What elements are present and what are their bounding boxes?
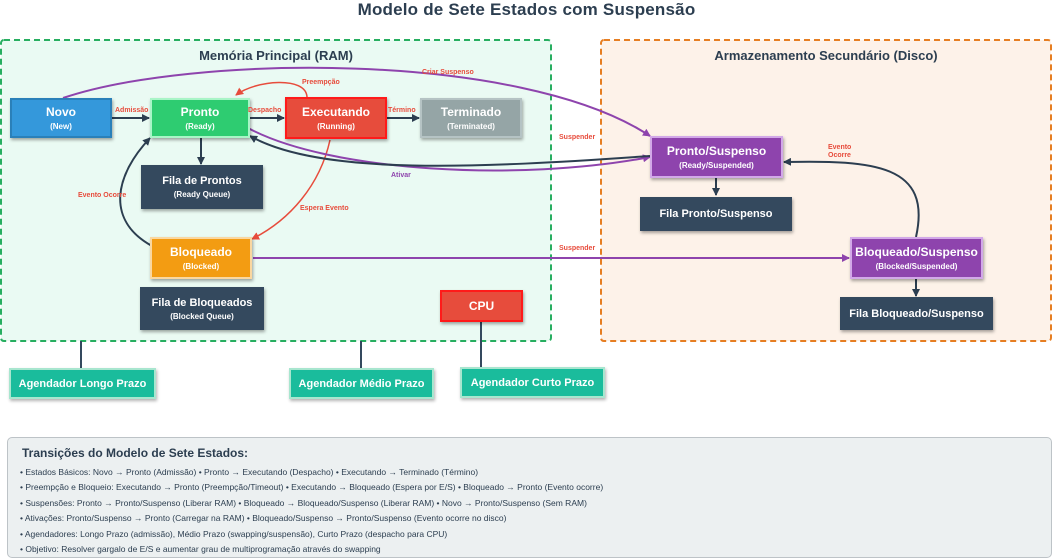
scheduler-longo-prazo: Agendador Longo Prazo xyxy=(9,368,156,399)
legend-item: • Suspensões: Pronto → Pronto/Suspenso (… xyxy=(20,497,587,508)
legend-item: • Ativações: Pronto/Suspenso → Pronto (C… xyxy=(20,513,507,524)
state-pronto-suspenso-name: Pronto/Suspenso xyxy=(666,144,767,158)
state-pronto-sub: (Ready) xyxy=(185,122,215,131)
ram-region-title: Memória Principal (RAM) xyxy=(199,48,353,63)
state-pronto: Pronto (Ready) xyxy=(150,98,250,138)
disk-region-title: Armazenamento Secundário (Disco) xyxy=(714,48,938,63)
state-bloqueado-suspenso-name: Bloqueado/Suspenso xyxy=(855,245,978,259)
legend-item: • Estados Básicos: Novo → Pronto (Admiss… xyxy=(20,467,479,477)
state-bloqueado-suspenso: Bloqueado/Suspenso (Blocked/Suspended) xyxy=(850,237,983,279)
label-evento-ocorre-disco-2: Ocorre xyxy=(828,152,851,159)
preempcao-arrow xyxy=(235,81,308,98)
queue-bloqueados-name: Fila de Bloqueados xyxy=(151,296,253,309)
queue-pronto-suspenso: Fila Pronto/Suspenso xyxy=(640,197,792,231)
criar-suspenso-arrow xyxy=(62,66,651,137)
legend-item: • Objetivo: Resolver gargalo de E/S e au… xyxy=(20,543,381,554)
label-admissao: Admissão xyxy=(115,107,149,114)
label-preempcao: Preempção xyxy=(302,79,340,86)
label-espera-evento: Espera Evento xyxy=(300,205,349,212)
state-terminado-sub: (Terminated) xyxy=(447,122,495,131)
scheduler-curto-prazo: Agendador Curto Prazo xyxy=(460,367,605,398)
state-pronto-suspenso: Pronto/Suspenso (Ready/Suspended) xyxy=(650,136,783,178)
state-terminado-name: Terminado xyxy=(440,105,502,119)
legend-item: • Agendadores: Longo Prazo (admissão), M… xyxy=(20,528,448,539)
state-executando-sub: (Running) xyxy=(317,122,355,131)
label-ativar: Ativar xyxy=(391,172,411,179)
label-termino: Término xyxy=(388,107,416,114)
label-evento-ocorre: Evento Ocorre xyxy=(78,192,127,199)
cpu-label: CPU xyxy=(468,299,495,313)
queue-pronto-suspenso-name: Fila Pronto/Suspenso xyxy=(659,208,773,220)
legend-panel: Transições do Modelo de Sete Estados: • … xyxy=(7,437,1052,558)
queue-prontos-name: Fila de Prontos xyxy=(162,175,242,187)
queue-bloqueado-suspenso: Fila Bloqueado/Suspenso xyxy=(840,297,993,330)
evento-ocorre-disco-arrow xyxy=(783,157,920,238)
state-bloqueado-name: Bloqueado xyxy=(170,245,232,259)
queue-bloqueados: Fila de Bloqueados (Blocked Queue) xyxy=(140,287,264,330)
queue-bloqueados-sub: (Blocked Queue) xyxy=(170,311,234,321)
queue-prontos-sub: (Ready Queue) xyxy=(173,190,231,199)
suspender-pronto-arrow xyxy=(247,127,651,172)
label-suspender-1: Suspender xyxy=(559,134,596,141)
label-criar-suspenso: Criar Suspenso xyxy=(422,69,474,76)
state-terminado: Terminado (Terminated) xyxy=(420,98,522,138)
state-executando-name: Executando xyxy=(301,105,370,119)
label-evento-ocorre-disco-1: Evento xyxy=(828,144,852,151)
legend-title: Transições do Modelo de Sete Estados: xyxy=(22,446,249,460)
ativar-arrow xyxy=(249,135,651,167)
label-despacho: Despacho xyxy=(248,107,282,114)
queue-bloqueado-suspenso-name: Fila Bloqueado/Suspenso xyxy=(849,307,984,320)
state-bloqueado-suspenso-sub: (Blocked/Suspended) xyxy=(875,262,958,271)
state-novo-sub: (New) xyxy=(50,122,72,131)
state-novo: Novo (New) xyxy=(10,98,112,138)
queue-prontos: Fila de Prontos (Ready Queue) xyxy=(141,165,263,209)
state-bloqueado: Bloqueado (Blocked) xyxy=(150,237,252,279)
state-pronto-name: Pronto xyxy=(180,105,220,119)
state-executando: Executando (Running) xyxy=(285,97,387,139)
state-bloqueado-sub: (Blocked) xyxy=(182,262,220,271)
diagram-title: Modelo de Sete Estados com Suspensão xyxy=(357,0,696,19)
cpu-box: CPU xyxy=(440,290,523,322)
legend-item: • Preempção e Bloqueio: Executando → Pro… xyxy=(20,482,604,493)
legend-list: • Estados Básicos: Novo → Pronto (Admiss… xyxy=(20,465,603,557)
state-novo-name: Novo xyxy=(46,105,76,119)
label-suspender-2: Suspender xyxy=(559,245,596,252)
evento-ocorre-arrow xyxy=(119,137,153,247)
scheduler-medio-prazo: Agendador Médio Prazo xyxy=(289,368,434,399)
disk-region xyxy=(600,39,1052,342)
state-pronto-suspenso-sub: (Ready/Suspended) xyxy=(679,161,754,170)
